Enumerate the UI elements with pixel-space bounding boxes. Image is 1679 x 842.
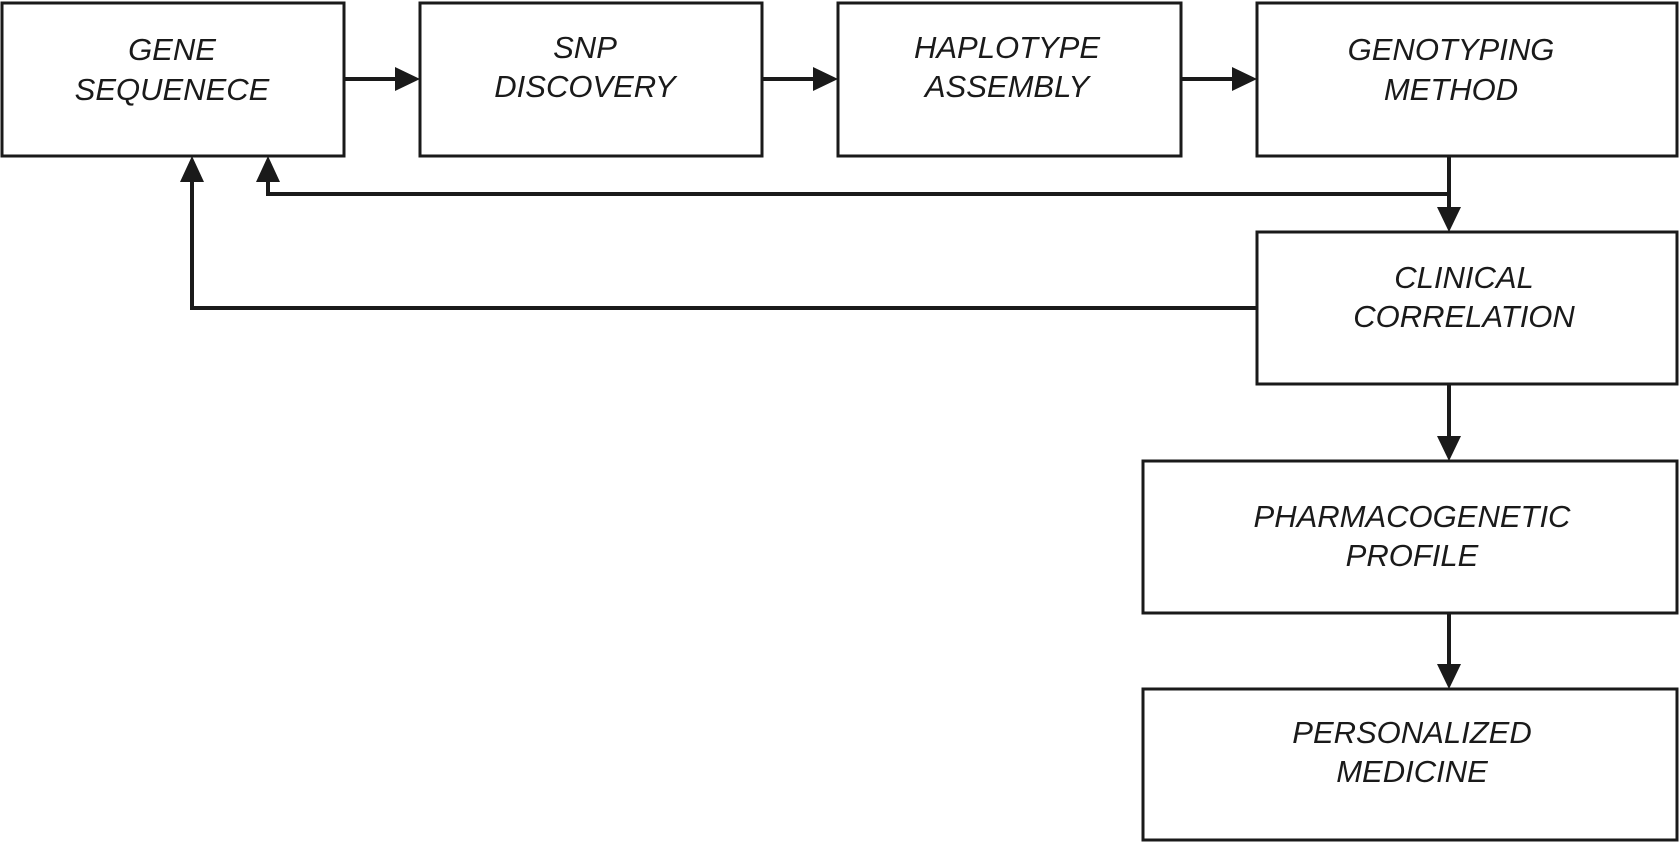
- haplotype-assembly-label-line2: ASSEMBLY: [923, 69, 1092, 104]
- personalized-medicine-label-line2: MEDICINE: [1336, 754, 1488, 789]
- arrow-haplotype-to-genotyping: [1181, 67, 1257, 91]
- gene-sequence-label-line2: SEQUENECE: [75, 72, 270, 107]
- arrow-clinical-to-pharmacogenetic: [1437, 384, 1461, 461]
- box-pharmacogenetic-profile: PHARMACOGENETIC PROFILE: [1141, 459, 1679, 615]
- box-gene-sequence: GENE SEQUENECE: [0, 1, 346, 158]
- box-clinical-correlation: CLINICAL CORRELATION: [1255, 230, 1679, 386]
- box-personalized-medicine: PERSONALIZED MEDICINE: [1141, 687, 1679, 842]
- arrow-gene-to-snp: [344, 67, 420, 91]
- arrow-pharmacogenetic-to-personalized: [1437, 613, 1461, 689]
- haplotype-assembly-label-line1: HAPLOTYPE: [914, 30, 1100, 65]
- clinical-correlation-label-line2: CORRELATION: [1353, 299, 1575, 334]
- genotyping-method-label-line1: GENOTYPING: [1348, 32, 1555, 67]
- box-haplotype-assembly: HAPLOTYPE ASSEMBLY: [836, 1, 1183, 158]
- snp-discovery-label-line1: SNP: [553, 30, 617, 65]
- genotyping-method-label-line2: METHOD: [1384, 72, 1518, 107]
- gene-sequence-label-line1: GENE: [128, 32, 216, 67]
- feedback-arrow-genotyping-to-gene: [256, 156, 1449, 196]
- feedback-arrow-clinical-to-gene: [180, 156, 1257, 310]
- personalized-medicine-label-line1: PERSONALIZED: [1292, 715, 1531, 750]
- arrow-snp-to-haplotype: [762, 67, 838, 91]
- snp-discovery-label-line2: DISCOVERY: [494, 69, 678, 104]
- box-snp-discovery: SNP DISCOVERY: [418, 1, 764, 158]
- arrow-genotyping-to-clinical: [1437, 156, 1461, 232]
- box-genotyping-method: GENOTYPING METHOD: [1255, 1, 1679, 158]
- pharmacogenetic-profile-label-line2: PROFILE: [1346, 538, 1479, 573]
- clinical-correlation-label-line1: CLINICAL: [1394, 260, 1534, 295]
- pharmacogenetic-profile-label-line1: PHARMACOGENETIC: [1254, 499, 1572, 534]
